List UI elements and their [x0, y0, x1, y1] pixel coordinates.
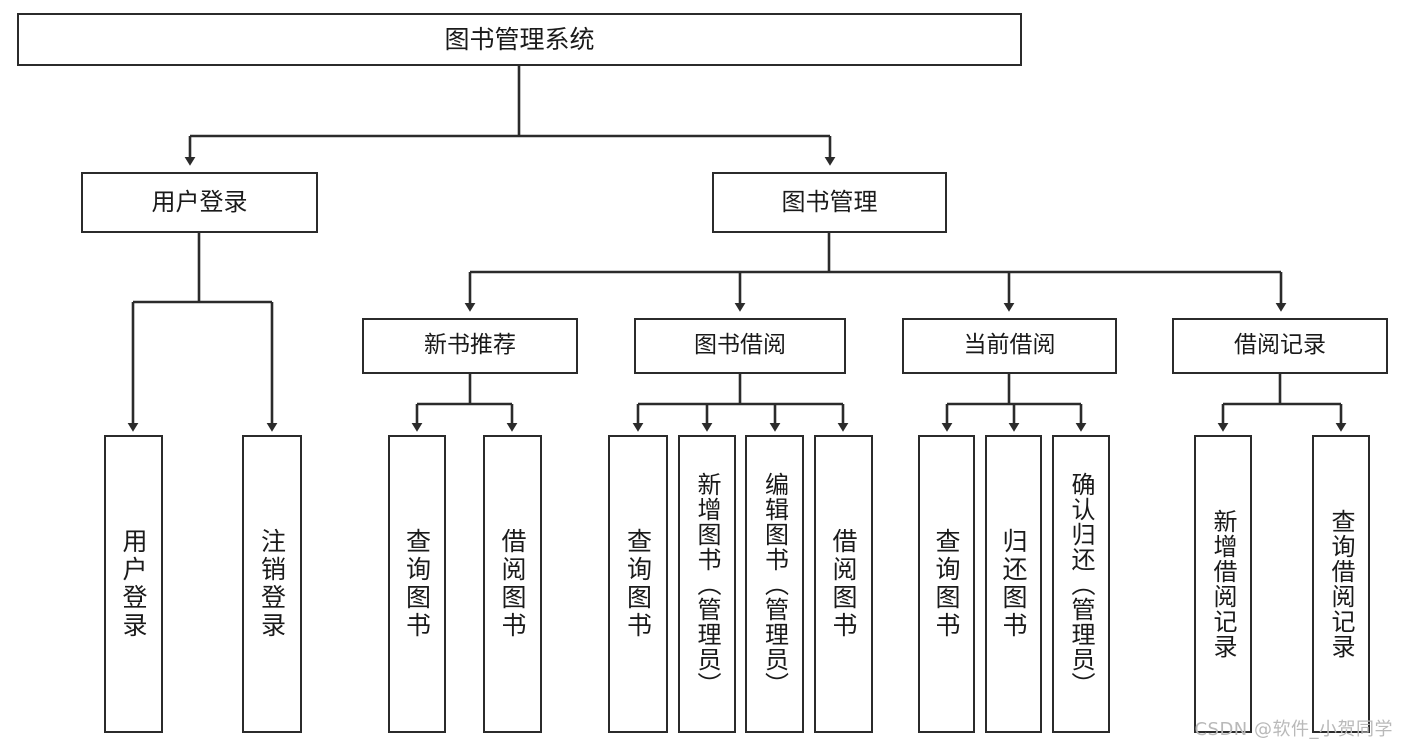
node-label: 确认归还（管理员） [1067, 471, 1095, 697]
node-root-system[interactable]: 图书管理系统 [17, 13, 1022, 66]
node-leaf-confirm-return[interactable]: 确认归还（管理员） [1052, 435, 1110, 733]
node-label: 用户登录 [119, 528, 148, 640]
node-leaf-query-book-1[interactable]: 查询图书 [388, 435, 446, 733]
node-leaf-edit-book[interactable]: 编辑图书（管理员） [745, 435, 804, 733]
node-current-borrow[interactable]: 当前借阅 [902, 318, 1117, 374]
node-label: 借阅图书 [829, 528, 858, 640]
node-leaf-user-logout[interactable]: 注销登录 [242, 435, 302, 733]
node-label: 查询图书 [623, 528, 653, 640]
node-label: 查询图书 [932, 528, 961, 640]
node-label: 图书借阅 [694, 332, 786, 359]
node-leaf-query-book-3[interactable]: 查询图书 [918, 435, 975, 733]
node-label: 归还图书 [999, 528, 1028, 640]
node-label: 编辑图书（管理员） [760, 471, 789, 697]
node-leaf-borrow-book-1[interactable]: 借阅图书 [483, 435, 542, 733]
node-borrow-record[interactable]: 借阅记录 [1172, 318, 1388, 374]
node-label: 新书推荐 [424, 332, 516, 359]
node-leaf-query-book-2[interactable]: 查询图书 [608, 435, 668, 733]
node-leaf-query-record[interactable]: 查询借阅记录 [1312, 435, 1370, 733]
node-leaf-return-book[interactable]: 归还图书 [985, 435, 1042, 733]
node-label: 新增借阅记录 [1209, 509, 1237, 659]
node-leaf-borrow-book-2[interactable]: 借阅图书 [814, 435, 873, 733]
node-label: 图书管理 [781, 188, 878, 217]
node-label: 查询借阅记录 [1327, 509, 1355, 659]
node-leaf-add-record[interactable]: 新增借阅记录 [1194, 435, 1252, 733]
node-label: 借阅记录 [1234, 332, 1326, 359]
watermark-text: CSDN @软件_小贺同学 [1194, 719, 1393, 740]
node-label: 查询图书 [402, 528, 432, 640]
node-label: 注销登录 [257, 528, 287, 640]
node-label: 新增图书（管理员） [693, 471, 721, 697]
node-label: 当前借阅 [963, 332, 1056, 359]
node-label: 用户登录 [151, 188, 248, 217]
node-leaf-add-book[interactable]: 新增图书（管理员） [678, 435, 736, 733]
node-new-book-rec[interactable]: 新书推荐 [362, 318, 578, 374]
node-book-admin[interactable]: 图书管理 [712, 172, 947, 233]
node-book-borrow[interactable]: 图书借阅 [634, 318, 846, 374]
node-label: 借阅图书 [498, 528, 527, 640]
node-label: 图书管理系统 [444, 24, 595, 54]
node-user-login[interactable]: 用户登录 [81, 172, 318, 233]
node-leaf-user-login[interactable]: 用户登录 [104, 435, 163, 733]
